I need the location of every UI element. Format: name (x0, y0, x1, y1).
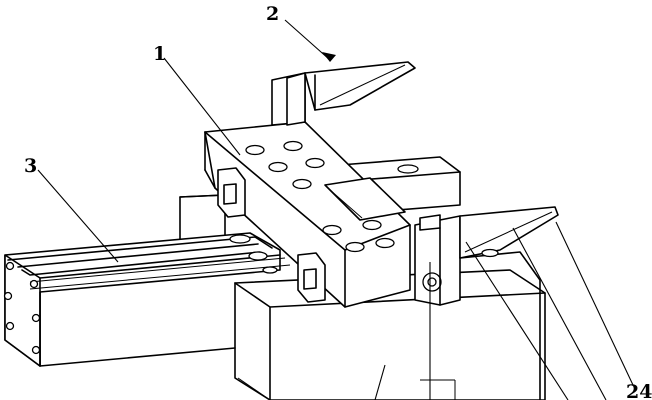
end-hole (29, 279, 39, 289)
part-label-2: 2 (266, 3, 279, 25)
cylinder-rail-housing (3, 232, 291, 367)
end-hole (3, 291, 13, 301)
plate-hole (283, 140, 303, 152)
plate-hole (322, 224, 342, 236)
end-hole (5, 261, 15, 271)
plate-hole (245, 144, 265, 156)
end-hole (31, 345, 41, 355)
plate-hole (345, 241, 365, 253)
leader-unlabeled (465, 241, 569, 400)
plate-hole (305, 157, 325, 169)
upper-blade-assembly (271, 61, 416, 126)
rail-slot (229, 234, 251, 244)
rail-slot (262, 266, 278, 274)
guide-hole (397, 164, 419, 174)
end-hole (31, 313, 41, 323)
part-label-3: 3 (24, 155, 37, 177)
rail-slot (248, 251, 268, 261)
part-label-24: 24 (626, 381, 652, 400)
clamp-screw-center (427, 277, 437, 287)
leader-2-arrowhead (322, 52, 336, 62)
lower-blade-assembly (414, 206, 559, 400)
leader-unlabeled (374, 364, 386, 400)
part-label-1: 1 (153, 43, 166, 65)
blade-slot (481, 248, 499, 258)
leader-unlabeled (512, 227, 607, 400)
leader-lines (37, 19, 634, 400)
plate-hole (375, 237, 395, 249)
plate-hole (268, 161, 288, 173)
plate-hole (362, 219, 382, 231)
leader-2 (284, 19, 331, 61)
leader-3 (37, 169, 119, 263)
end-hole (5, 321, 15, 331)
slider-plate (204, 121, 411, 308)
leader-24 (555, 221, 634, 386)
plate-hole (292, 178, 312, 190)
leader-1 (163, 57, 241, 156)
